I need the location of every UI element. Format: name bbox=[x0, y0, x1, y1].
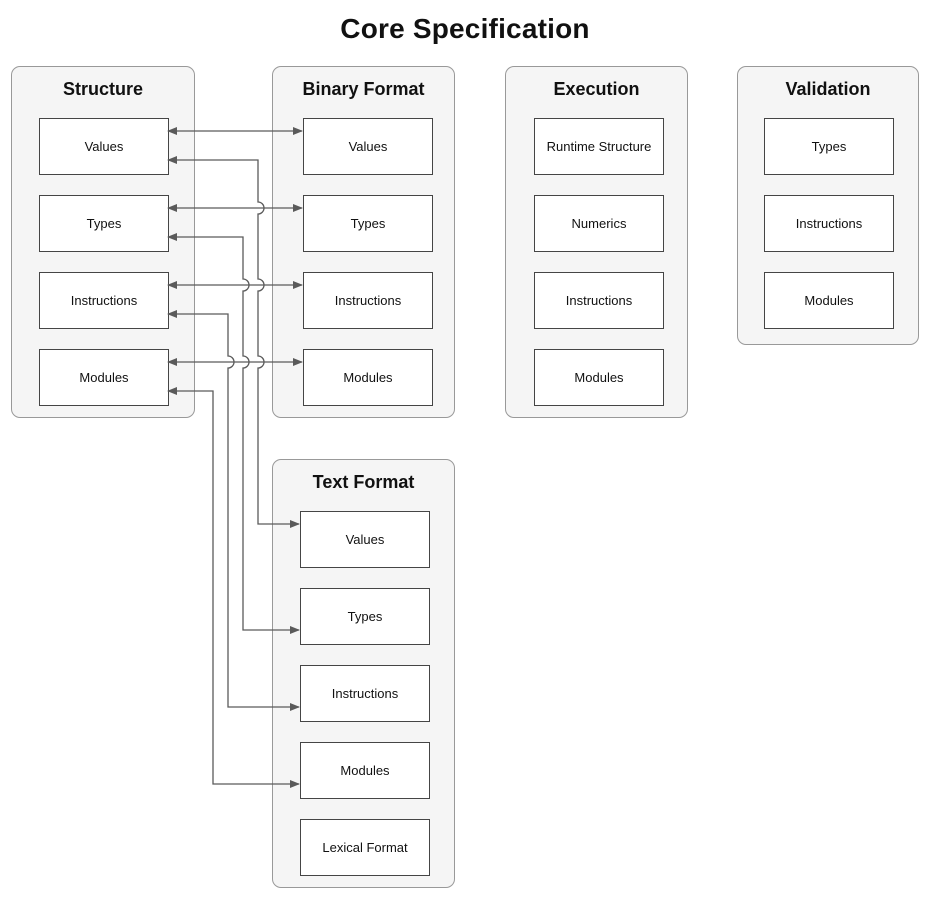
node-structure-values: Values bbox=[39, 118, 169, 175]
node-binary-types: Types bbox=[303, 195, 433, 252]
group-validation-title: Validation bbox=[785, 79, 871, 99]
node-text-types: Types bbox=[300, 588, 430, 645]
node-text-instructions: Instructions bbox=[300, 665, 430, 722]
group-execution-title: Execution bbox=[553, 79, 640, 99]
node-execution-numerics: Numerics bbox=[534, 195, 664, 252]
node-binary-values: Values bbox=[303, 118, 433, 175]
node-text-lexical-format: Lexical Format bbox=[300, 819, 430, 876]
diagram-title: Core Specification bbox=[340, 13, 590, 44]
group-binary-format: Binary Format Values Types Instructions … bbox=[272, 66, 455, 418]
group-text-format: Text Format Values Types Instructions Mo… bbox=[272, 459, 455, 888]
group-structure: Structure Values Types Instructions Modu… bbox=[11, 66, 195, 418]
node-text-values: Values bbox=[300, 511, 430, 568]
node-structure-types: Types bbox=[39, 195, 169, 252]
group-validation: Validation Types Instructions Modules bbox=[737, 66, 919, 345]
group-structure-title: Structure bbox=[62, 79, 143, 99]
node-validation-instructions: Instructions bbox=[764, 195, 894, 252]
group-binary-format-title: Binary Format bbox=[302, 79, 425, 99]
node-validation-types: Types bbox=[764, 118, 894, 175]
group-text-format-title: Text Format bbox=[312, 472, 415, 492]
group-execution: Execution Runtime Structure Numerics Ins… bbox=[505, 66, 688, 418]
node-execution-modules: Modules bbox=[534, 349, 664, 406]
node-execution-instructions: Instructions bbox=[534, 272, 664, 329]
node-structure-modules: Modules bbox=[39, 349, 169, 406]
node-validation-modules: Modules bbox=[764, 272, 894, 329]
node-binary-modules: Modules bbox=[303, 349, 433, 406]
node-binary-instructions: Instructions bbox=[303, 272, 433, 329]
node-text-modules: Modules bbox=[300, 742, 430, 799]
node-execution-runtime-structure: Runtime Structure bbox=[534, 118, 664, 175]
node-structure-instructions: Instructions bbox=[39, 272, 169, 329]
